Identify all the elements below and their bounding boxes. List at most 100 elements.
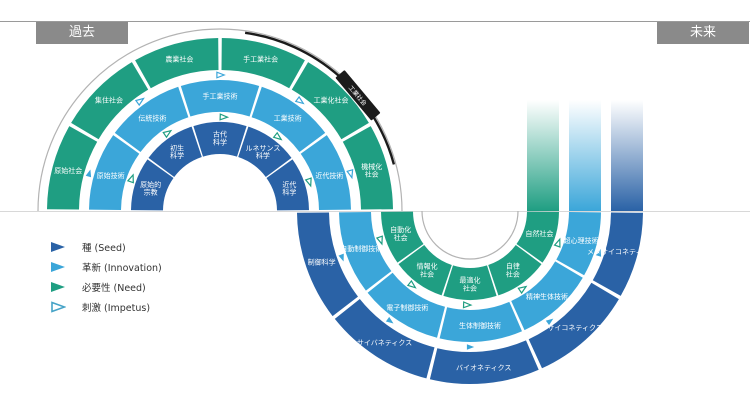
label-need-8: 最適化社会 — [460, 276, 481, 293]
label-seed-4: 近代科学 — [282, 180, 296, 197]
segment-need-4 — [291, 62, 369, 140]
label-seed-9: メタサイコネティクス — [587, 247, 656, 256]
legend-label-seed: 種 (Seed) — [82, 243, 126, 254]
flow-arrow-14 — [375, 235, 383, 246]
legend-item-seed: 種 (Seed) — [50, 237, 162, 257]
segment-inno-6 — [367, 272, 445, 338]
label-need-2: 農業社会 — [165, 55, 193, 64]
future-fade-need — [527, 100, 559, 211]
label-seed-3: ルネサンス科学 — [245, 144, 280, 160]
segment-seed-3 — [238, 126, 292, 177]
segment-need-1 — [71, 62, 149, 140]
segment-need-10 — [516, 211, 559, 263]
label-inno-2: 手工業技術 — [203, 91, 238, 100]
legend-label-need: 必要性 (Need) — [82, 283, 146, 294]
segment-need-6 — [381, 211, 424, 263]
flow-arrow-4 — [304, 177, 312, 188]
label-seed-2: 古代科学 — [213, 130, 227, 147]
label-need-10: 自然社会 — [525, 229, 553, 238]
label-need-0: 原始社会 — [54, 166, 82, 175]
segment-seed-6 — [334, 299, 435, 379]
label-seed-8: サイコネティクス — [547, 324, 602, 332]
flow-arrow-1 — [162, 129, 173, 139]
guide-arc-inner — [421, 210, 519, 260]
center-guide-line — [0, 211, 750, 212]
label-need-1: 集住社会 — [95, 95, 123, 104]
flow-arrow-18 — [385, 316, 394, 324]
flow-arrow-19 — [338, 253, 344, 262]
guide-arc-past — [37, 28, 403, 212]
need-triangle-icon — [51, 282, 65, 292]
segment-seed-8 — [528, 282, 619, 369]
flow-arrow-12 — [462, 301, 473, 309]
innovation-triangle-icon — [51, 262, 65, 272]
impetus-triangle-icon — [51, 301, 66, 313]
segment-seed-2 — [193, 122, 247, 157]
legend-item-need: 必要性 (Need) — [50, 277, 162, 297]
flow-arrow-9 — [346, 168, 354, 180]
flow-arrow-13 — [406, 279, 417, 289]
label-inno-7: 生体制御技術 — [459, 321, 501, 330]
flow-arrow-6 — [134, 97, 145, 107]
label-seed-5: 制御科学 — [308, 258, 336, 267]
label-need-6: 自動化社会 — [390, 225, 411, 242]
flow-arrow-16 — [545, 318, 554, 326]
flow-arrow-3 — [272, 131, 283, 141]
label-need-3: 手工業社会 — [243, 55, 278, 64]
seed-triangle-icon — [51, 242, 65, 252]
past-badge: 過去 — [36, 22, 128, 44]
segment-need-2 — [135, 38, 219, 89]
segment-seed-4 — [266, 159, 309, 211]
legend-label-impetus: 刺激 (Impetus) — [82, 303, 151, 314]
label-inno-5: 自動制御技術 — [340, 244, 382, 253]
label-need-7: 情報化社会 — [417, 262, 438, 279]
label-inno-6: 電子制御技術 — [386, 303, 428, 312]
flow-arrow-5 — [85, 169, 92, 178]
label-seed-7: バイオネティクス — [456, 364, 511, 372]
label-need-9: 自律社会 — [506, 262, 520, 279]
legend-label-innovation: 革新 (Innovation) — [82, 263, 162, 274]
label-inno-4: 近代技術 — [315, 171, 343, 180]
segment-need-8 — [443, 265, 497, 300]
segment-seed-5 — [297, 212, 358, 317]
legend-item-innovation: 革新 (Innovation) — [50, 257, 162, 277]
label-inno-0: 原始技術 — [97, 171, 125, 180]
flow-arrow-11 — [517, 285, 528, 295]
segment-inno-4 — [300, 135, 351, 210]
label-inno-1: 伝統技術 — [138, 113, 166, 122]
top-divider-line — [0, 21, 750, 22]
flow-arrow-8 — [294, 95, 305, 105]
flow-arrow-17 — [466, 344, 475, 350]
label-seed-0: 原始的宗教 — [140, 180, 161, 197]
segment-need-5 — [342, 126, 393, 210]
future-fade-seed — [611, 100, 643, 211]
segment-need-0 — [47, 126, 98, 210]
segment-seed-1 — [148, 126, 202, 177]
label-inno-3: 工業技術 — [274, 113, 302, 122]
label-need-4: 工業化社会 — [314, 95, 349, 104]
segment-inno-0 — [89, 135, 140, 210]
segment-inno-1 — [114, 86, 189, 152]
flow-arrow-7 — [216, 71, 226, 79]
segment-inno-7 — [439, 301, 522, 342]
segment-seed-7 — [429, 340, 539, 385]
segment-inno-3 — [251, 86, 326, 152]
segment-inno-8 — [511, 261, 583, 331]
flow-arrow-2 — [219, 113, 230, 121]
legend: 種 (Seed) 革新 (Innovation) 必要性 (Need) 刺激 (… — [50, 237, 162, 317]
segment-inno-5 — [339, 212, 392, 291]
future-badge: 未来 — [657, 22, 749, 44]
flow-arrow-10 — [553, 237, 561, 248]
segment-inno-2 — [180, 79, 260, 117]
flow-arrow-15 — [595, 249, 602, 257]
segment-need-3 — [221, 38, 305, 89]
segment-need-7 — [398, 245, 452, 296]
label-seed-1: 初生科学 — [170, 143, 184, 160]
label-inno-9: 超心理技術 — [564, 236, 599, 245]
legend-item-impetus: 刺激 (Impetus) — [50, 297, 162, 317]
future-fade-inno — [569, 100, 601, 211]
segment-need-9 — [488, 245, 542, 296]
segment-inno-9 — [556, 212, 601, 276]
